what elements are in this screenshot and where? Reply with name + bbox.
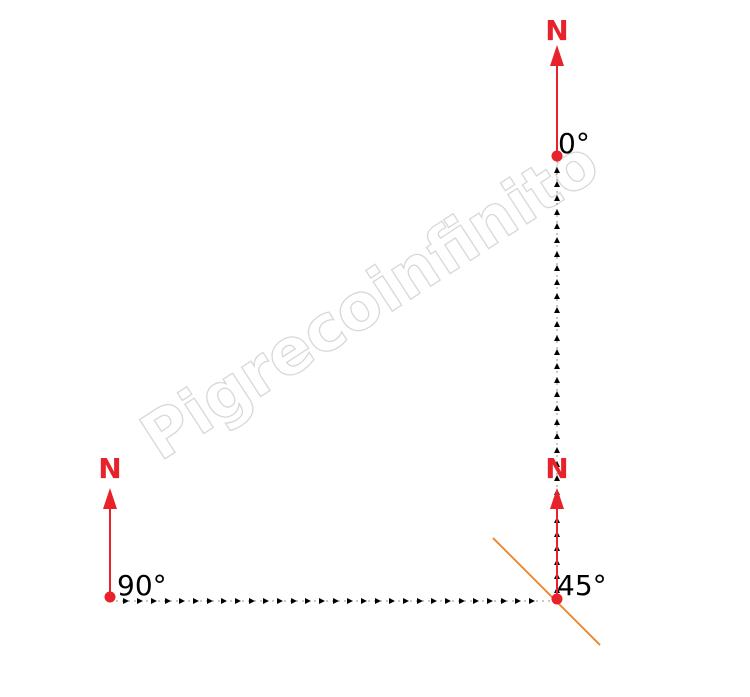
path-arrowhead [417, 598, 423, 604]
path-arrowhead [554, 209, 560, 215]
north-arrow-bottom-right: N [545, 452, 569, 599]
path-arrowhead [554, 223, 560, 229]
path-arrowhead [179, 598, 185, 604]
diagonal-reference-line [492, 537, 601, 646]
path-arrowhead [487, 598, 493, 604]
path-arrowhead [277, 598, 283, 604]
path-arrowhead [554, 237, 560, 243]
path-horizontal [110, 598, 557, 604]
path-arrowhead [235, 598, 241, 604]
path-arrowhead [123, 598, 129, 604]
path-arrowhead [529, 598, 535, 604]
path-arrowhead [554, 349, 560, 355]
path-arrowhead [554, 419, 560, 425]
path-arrowhead [554, 475, 560, 481]
path-arrowhead [554, 461, 560, 467]
point-bottom-left [104, 591, 116, 603]
north-arrow-bottom-left: N [98, 452, 122, 597]
path-arrowhead [554, 377, 560, 383]
watermark-text: Pigrecoinfinito [128, 125, 612, 475]
path-arrowhead [554, 391, 560, 397]
path-arrowhead [221, 598, 227, 604]
path-arrowhead [151, 598, 157, 604]
path-arrowhead [319, 598, 325, 604]
path-arrowhead [263, 598, 269, 604]
path-arrowhead [554, 335, 560, 341]
path-arrowhead [554, 195, 560, 201]
path-arrowhead [554, 181, 560, 187]
path-arrowhead [554, 251, 560, 257]
path-arrowhead [165, 598, 171, 604]
north-label-bottom-left: N [98, 452, 121, 485]
path-arrowhead [554, 307, 560, 313]
path-arrowhead [554, 405, 560, 411]
path-arrowhead [554, 265, 560, 271]
path-arrowhead [137, 598, 143, 604]
path-arrowhead [291, 598, 297, 604]
path-arrowhead [554, 447, 560, 453]
path-arrowhead [554, 363, 560, 369]
path-arrowhead [347, 598, 353, 604]
path-arrowhead [333, 598, 339, 604]
path-arrowhead [445, 598, 451, 604]
path-horizontal-arrows [123, 598, 535, 604]
path-arrowhead [389, 598, 395, 604]
point-top [551, 150, 563, 162]
north-label-bottom-right: N [545, 452, 568, 485]
north-label-top: N [545, 14, 568, 47]
path-arrowhead [515, 598, 521, 604]
path-arrowhead [554, 279, 560, 285]
angle-label-bottom-left: 90° [117, 569, 167, 602]
point-bottom-right [551, 593, 563, 605]
path-arrowhead [554, 293, 560, 299]
path-arrowhead [249, 598, 255, 604]
path-arrowhead [375, 598, 381, 604]
path-arrowhead [403, 598, 409, 604]
path-arrowhead [431, 598, 437, 604]
path-arrowhead [193, 598, 199, 604]
angle-label-bottom-right: 45° [557, 569, 607, 602]
path-arrowhead [361, 598, 367, 604]
path-arrowhead [459, 598, 465, 604]
path-arrowhead [554, 433, 560, 439]
angle-label-top: 0° [558, 127, 590, 160]
north-arrow-top: N [545, 14, 569, 156]
path-arrowhead [554, 321, 560, 327]
path-arrowhead [473, 598, 479, 604]
path-arrowhead [554, 167, 560, 173]
path-arrowhead [207, 598, 213, 604]
path-arrowhead [305, 598, 311, 604]
path-arrowhead [501, 598, 507, 604]
